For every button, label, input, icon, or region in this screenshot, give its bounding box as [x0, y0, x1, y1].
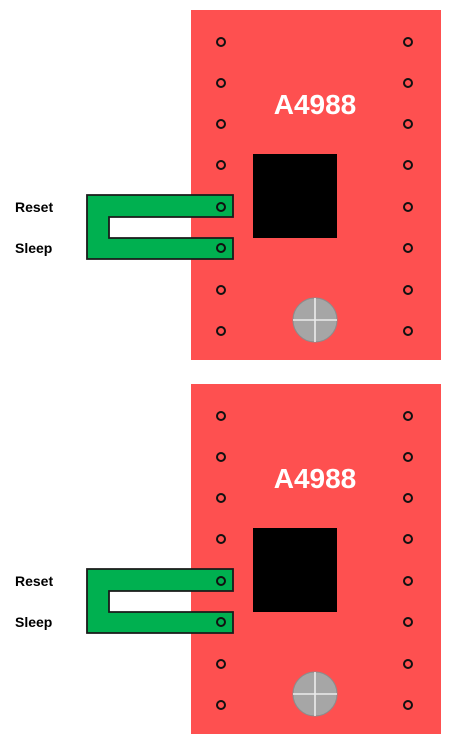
- reset-label: Reset: [15, 199, 53, 215]
- sleep-label: Sleep: [15, 614, 52, 630]
- diagram-top: A4988 Reset Sleep: [0, 0, 455, 360]
- header-pin: [216, 160, 226, 170]
- jumper-icon: [86, 568, 234, 634]
- header-pin: [403, 37, 413, 47]
- potentiometer-icon: [292, 297, 338, 343]
- reset-pin: [216, 202, 226, 212]
- sleep-label: Sleep: [15, 240, 52, 256]
- header-pin: [403, 534, 413, 544]
- header-pin: [216, 326, 226, 336]
- reset-pin: [216, 576, 226, 586]
- header-pin: [403, 411, 413, 421]
- right-pin-header: [403, 411, 413, 710]
- header-pin: [403, 617, 413, 627]
- header-pin: [216, 659, 226, 669]
- header-pin: [216, 534, 226, 544]
- header-pin: [216, 285, 226, 295]
- jumper-icon: [86, 194, 234, 260]
- header-pin: [216, 700, 226, 710]
- header-pin: [216, 452, 226, 462]
- header-pin: [403, 452, 413, 462]
- header-pin: [403, 119, 413, 129]
- header-pin: [403, 160, 413, 170]
- header-pin: [216, 37, 226, 47]
- header-pin: [403, 285, 413, 295]
- left-pin-header: [216, 411, 226, 710]
- header-pin: [216, 78, 226, 88]
- driver-chip: [253, 528, 337, 612]
- left-pin-header: [216, 37, 226, 336]
- right-pin-header: [403, 37, 413, 336]
- header-pin: [216, 411, 226, 421]
- header-pin: [403, 202, 413, 212]
- header-pin: [403, 78, 413, 88]
- header-pin: [403, 700, 413, 710]
- header-pin: [403, 659, 413, 669]
- reset-label: Reset: [15, 573, 53, 589]
- sleep-pin: [216, 243, 226, 253]
- header-pin: [216, 493, 226, 503]
- potentiometer-icon: [292, 671, 338, 717]
- sleep-pin: [216, 617, 226, 627]
- header-pin: [403, 576, 413, 586]
- diagram-bottom: A4988 Reset Sleep: [0, 374, 455, 734]
- header-pin: [403, 243, 413, 253]
- a4988-diagram-top: A4988 Reset Sleep: [15, 10, 441, 360]
- board-title: A4988: [274, 463, 357, 494]
- driver-chip: [253, 154, 337, 238]
- board-title: A4988: [274, 89, 357, 120]
- a4988-diagram-bottom: A4988 Reset Sleep: [15, 384, 441, 734]
- header-pin: [403, 326, 413, 336]
- header-pin: [216, 119, 226, 129]
- header-pin: [403, 493, 413, 503]
